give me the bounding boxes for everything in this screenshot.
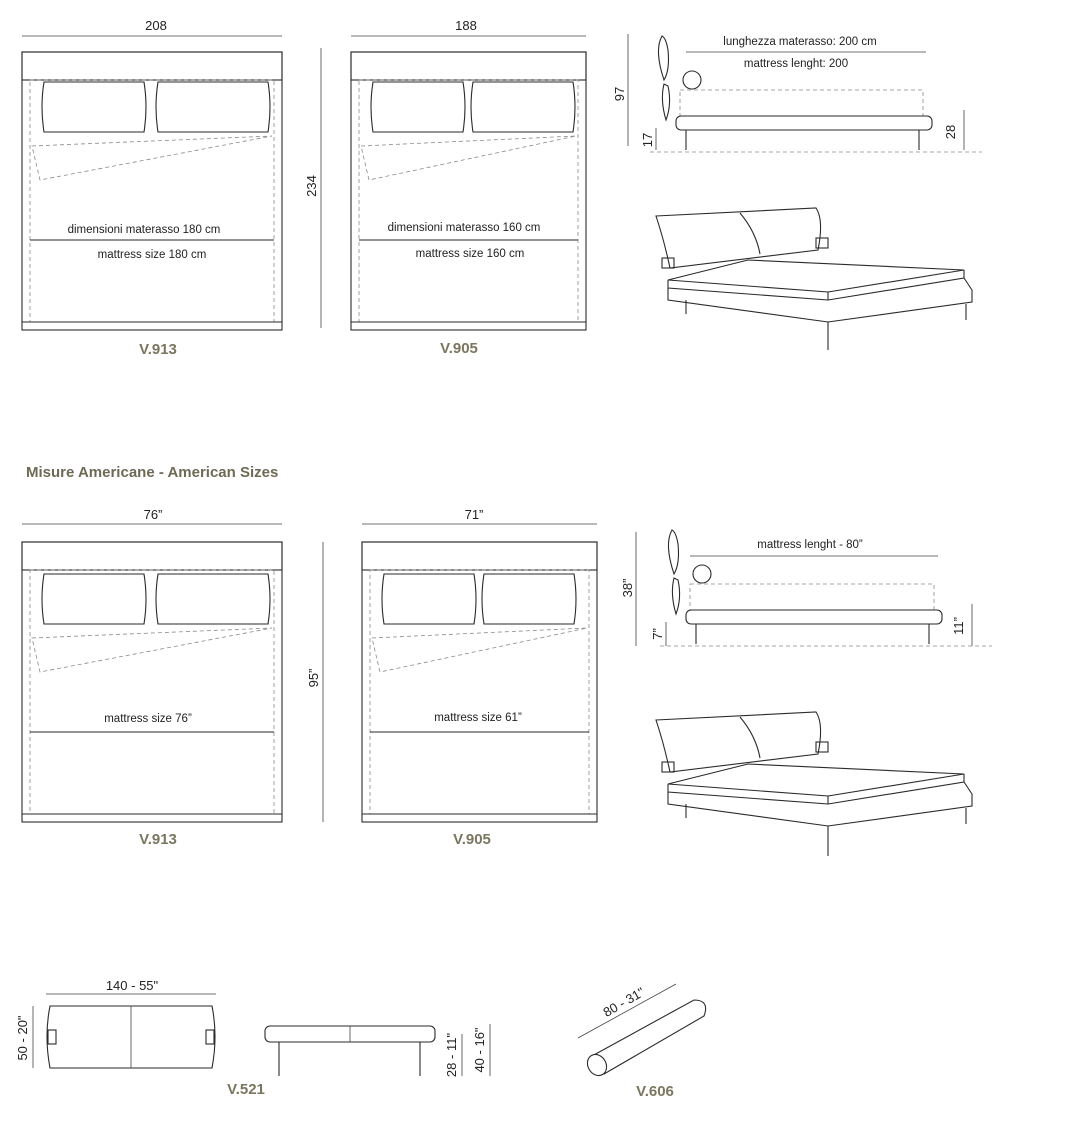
side-frame-height: 28 [943,125,958,139]
model-v905-us: V.905 [453,831,491,848]
bed-905-width-us: 71” [465,507,484,522]
pillow-left [41,81,147,133]
bed-905-width: 188 [455,18,477,33]
pillow-right [155,81,271,133]
bed-913-width-us: 76” [144,507,163,522]
mattress-size-it: dimensioni materasso 160 cm [388,222,541,234]
mattress-size-us: mattress size 76” [104,713,192,725]
side-mattress-length-it: lunghezza materasso: 200 cm [723,36,876,48]
bed-913-top-view-american: 76” mattress size 76” V.913 [21,507,283,848]
bench-depth: 50 - 20" [15,1015,30,1060]
bed-perspective-american [655,711,973,856]
mattress-size-en: mattress size 180 cm [98,249,207,261]
side-frame-height-us: 11” [951,617,966,635]
mattress-size-it: dimensioni materasso 180 cm [68,224,221,236]
mattress-size-en: mattress size 160 cm [416,248,525,260]
side-floor-clearance-us: 7” [650,628,665,640]
bench-seat-height: 28 - 11" [444,1033,459,1078]
side-mattress-length-en: mattress lenght: 200 [744,58,848,70]
bench-total-height: 40 - 16" [472,1027,487,1072]
bed-905-top-view: 188 dimensioni materasso 160 cm mattress… [350,18,587,357]
model-v606: V.606 [636,1083,674,1100]
side-height-us: 38” [620,579,635,598]
bed-913-width: 208 [145,18,167,33]
bed-side-view-metric: 97 17 28 lunghezza materasso: 200 cm mat… [612,34,982,153]
bench-width: 140 - 55" [106,978,159,993]
bench-side-view: 28 - 11" 40 - 16" V.521 [227,1024,491,1098]
bed-913-top-view: 208 dimensioni materasso 180 cm mattress… [21,18,283,358]
model-v905: V.905 [440,340,478,357]
section-title-american-sizes: Misure Americane - American Sizes [26,464,278,481]
cushion-roll: 80 - 31" V.606 [577,983,707,1100]
model-v913-us: V.913 [139,831,177,848]
cushion-length: 80 - 31" [600,984,647,1020]
side-height: 97 [612,87,627,101]
bed-side-view-american: 38” 7” 11” mattress lenght - 80” [620,529,992,647]
side-floor-clearance: 17 [640,133,655,147]
model-v521: V.521 [227,1081,265,1098]
bed-perspective-metric [655,207,973,350]
bench-top-view: 140 - 55" 50 - 20" [15,978,216,1069]
model-v913: V.913 [139,341,177,358]
bed-length: 234 [304,175,319,197]
bed-905-top-view-american: 71” mattress size 61” V.905 [361,507,598,848]
mattress-size-us: mattress size 61” [434,712,522,724]
bed-length-us: 95” [306,669,321,688]
side-mattress-length-us: mattress lenght - 80” [757,539,863,551]
